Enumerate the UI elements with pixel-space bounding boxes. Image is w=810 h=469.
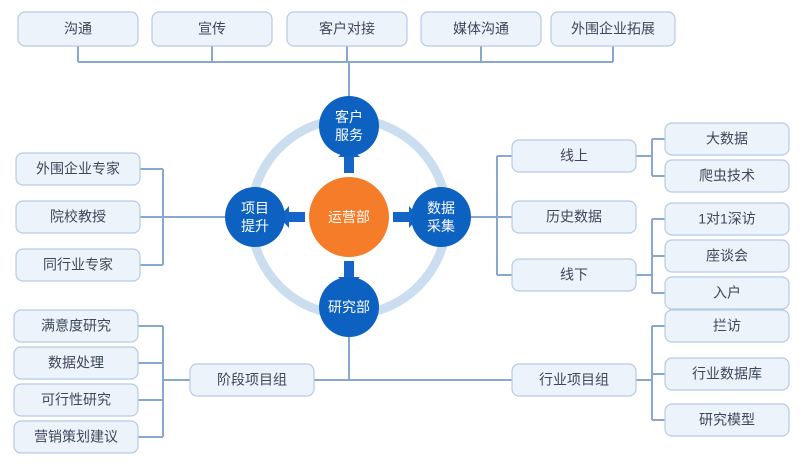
node-box-label: 满意度研究 [41,318,111,334]
node-box-far-right-5[interactable]: 入户 [664,276,790,310]
node-box-far-right-3[interactable]: 1对1深访 [664,202,790,236]
node-box-bg [15,152,141,186]
node-box-bg [13,346,139,380]
node-box-bg [664,239,790,273]
node-box-bg [189,363,315,397]
node-box-label: 营销策划建议 [34,429,118,445]
node-box-label: 阶段项目组 [217,372,287,388]
node-box-bg [13,420,139,454]
node-box-label: 座谈会 [706,248,748,264]
node-box-left-lower-4[interactable]: 营销策划建议 [13,420,139,454]
node-box-far-right-1[interactable]: 大数据 [664,122,790,156]
circle-project-upgrade-label: 项目 [241,200,269,216]
node-box-top-3[interactable]: 客户对接 [286,11,408,47]
node-box-label: 同行业专家 [43,257,113,273]
node-box-label: 入户 [713,285,741,301]
node-box-label: 爬虫技术 [699,168,755,184]
node-box-bg [420,11,542,47]
node-box-label: 媒体沟通 [453,21,509,37]
node-box-far-right-8[interactable]: 研究模型 [664,403,790,437]
node-box-mid-right-1[interactable]: 线上 [511,139,637,173]
node-box-label: 外围企业专家 [36,161,120,177]
node-box-label: 线上 [560,148,588,164]
node-box-bg [17,11,139,47]
node-box-mid-right-3[interactable]: 线下 [511,258,637,292]
node-box-left-upper-1[interactable]: 外围企业专家 [15,152,141,186]
node-box-industry-project-group[interactable]: 行业项目组 [511,363,637,397]
circle-research-dept-label: 研究部 [328,299,370,315]
circle-research-dept-shape [319,277,379,337]
circle-project-upgrade-shape [225,187,285,247]
node-box-label: 数据处理 [48,355,104,371]
node-box-label: 研究模型 [699,412,755,428]
circle-data-collection-label: 采集 [427,218,455,234]
node-box-far-right-6[interactable]: 拦访 [664,309,790,343]
node-box-label: 客户对接 [319,21,375,37]
node-box-left-lower-3[interactable]: 可行性研究 [13,383,139,417]
circle-data-collection-shape [411,187,471,247]
node-box-left-upper-3[interactable]: 同行业专家 [15,248,141,282]
circle-customer-service-shape [319,96,379,156]
node-boxes: 沟通宣传客户对接媒体沟通外围企业拓展外围企业专家院校教授同行业专家满意度研究数据… [13,11,790,454]
node-box-label: 行业项目组 [539,372,609,388]
node-box-label: 历史数据 [546,209,602,225]
circle-operations-dept[interactable]: 运营部 [309,177,389,257]
node-box-label: 线下 [560,267,588,283]
node-box-far-right-2[interactable]: 爬虫技术 [664,159,790,193]
node-box-label: 1对1深访 [698,211,756,227]
node-box-far-right-7[interactable]: 行业数据库 [664,357,790,391]
node-box-bg [511,363,637,397]
node-box-bg [664,357,790,391]
node-box-top-5[interactable]: 外围企业拓展 [550,11,676,47]
node-box-bg [511,258,637,292]
node-box-bg [664,202,790,236]
node-box-label: 宣传 [198,21,226,37]
node-box-mid-right-2[interactable]: 历史数据 [511,200,637,234]
node-box-bg [511,200,637,234]
node-box-bg [664,159,790,193]
node-box-top-1[interactable]: 沟通 [17,11,139,47]
arrow-left-icon [279,206,305,228]
node-box-label: 行业数据库 [692,366,762,382]
node-box-left-lower-2[interactable]: 数据处理 [13,346,139,380]
node-box-label: 可行性研究 [41,392,111,408]
node-box-bg [664,122,790,156]
node-box-top-2[interactable]: 宣传 [151,11,273,47]
node-box-bg [13,309,139,343]
circle-project-upgrade-label: 提升 [241,218,269,234]
node-box-bg [664,309,790,343]
node-box-label: 外围企业拓展 [571,21,655,37]
node-box-label: 沟通 [64,21,92,37]
circle-data-collection-label: 数据 [427,200,455,216]
node-box-bg [151,11,273,47]
circle-operations-dept-shape [309,177,389,257]
node-box-bg [511,139,637,173]
node-box-left-lower-1[interactable]: 满意度研究 [13,309,139,343]
circle-customer-service-label: 客户 [335,109,363,125]
node-box-bg [15,248,141,282]
node-box-label: 院校教授 [50,209,106,225]
circle-operations-dept-label: 运营部 [328,209,370,225]
node-box-label: 拦访 [713,318,741,334]
node-box-bg [15,200,141,234]
node-box-far-right-4[interactable]: 座谈会 [664,239,790,273]
node-box-bg [13,383,139,417]
circle-customer-service-label: 服务 [335,127,363,143]
node-box-top-4[interactable]: 媒体沟通 [420,11,542,47]
node-box-stage-project-group[interactable]: 阶段项目组 [189,363,315,397]
node-box-bg [286,11,408,47]
connector-lines [77,46,665,438]
node-box-bg [664,276,790,310]
circle-research-dept[interactable]: 研究部 [319,277,379,337]
node-box-bg [664,403,790,437]
node-box-left-upper-2[interactable]: 院校教授 [15,200,141,234]
node-box-label: 大数据 [706,131,748,147]
node-box-bg [550,11,676,47]
